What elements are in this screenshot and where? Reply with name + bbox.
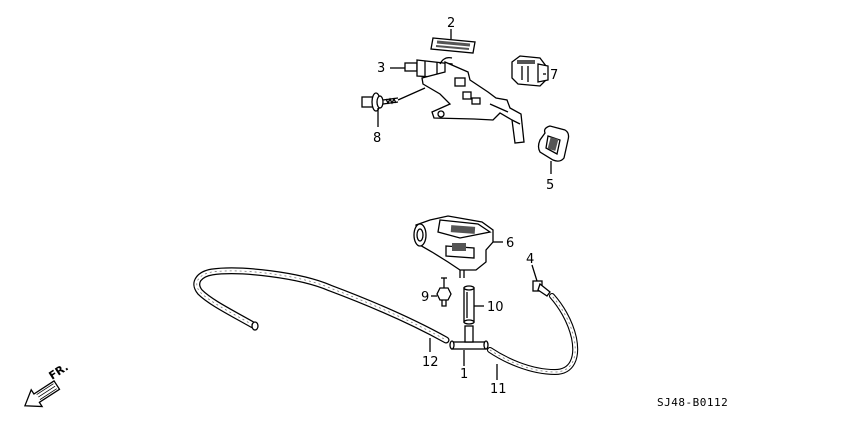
diagram-code: SJ48-B0112 [657,396,728,409]
part-4-fitting [532,280,551,297]
part-5-grommet [537,125,570,162]
part-1-joint [449,325,489,350]
front-direction-arrow: FR. [23,361,71,408]
callout-6: 6 [506,236,514,251]
front-label: FR. [47,361,71,383]
part-7-connector [511,55,549,87]
callout-8: 8 [373,131,381,146]
callout-4: 4 [526,252,534,267]
callout-7: 7 [550,68,558,83]
bracket [421,61,525,144]
part-2-plate [430,37,476,54]
part-8-bolt [361,92,399,112]
part-11-hose [487,293,579,376]
callout-10: 10 [487,300,504,315]
callout-9: 9 [421,290,429,305]
callout-3: 3 [377,61,385,76]
callout-11: 11 [490,382,507,397]
part-6-sensor [413,215,494,278]
callout-12: 12 [422,355,439,370]
callout-5: 5 [546,178,554,193]
part-9-bolt [436,277,452,307]
callout-2: 2 [447,16,455,31]
part-12-hose [193,267,450,344]
callout-1: 1 [460,367,468,382]
arrow-down-left-icon [23,380,61,408]
part-10-tube [463,285,475,325]
callout-leaders [377,29,552,380]
